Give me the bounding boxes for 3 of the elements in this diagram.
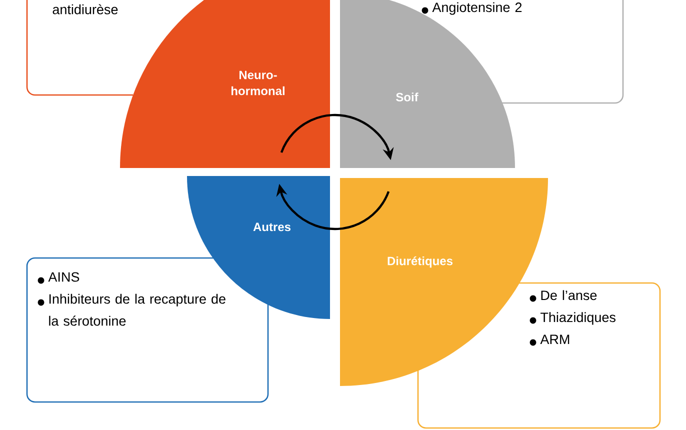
text-box: antidiurèse (26, 0, 133, 96)
quadrant-sector: Neuro-hormonal (120, 0, 330, 168)
text-box: AINS Inhibiteurs de la recapture de la sérotonine (26, 257, 269, 403)
